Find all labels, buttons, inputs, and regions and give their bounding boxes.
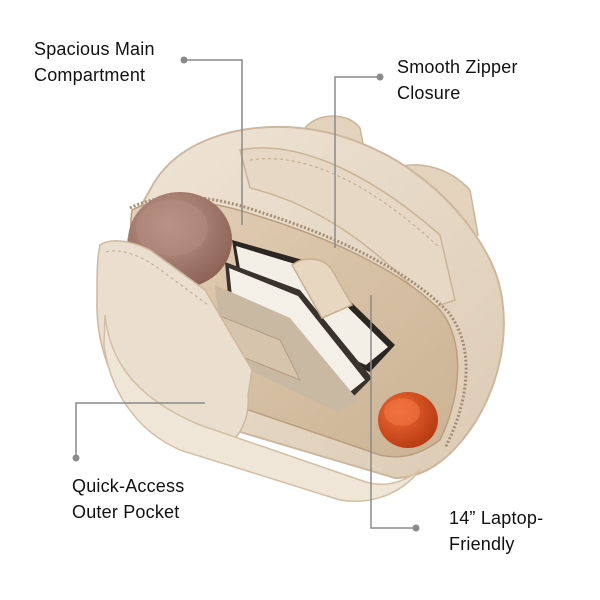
orange-bottle xyxy=(378,392,438,448)
callout-outer-pocket: Quick-Access Outer Pocket xyxy=(72,476,185,522)
zipper-track xyxy=(129,195,468,449)
callout-zipper-closure: Smooth Zipper Closure xyxy=(397,57,518,103)
callout-laptop-friendly: 14” Laptop- Friendly xyxy=(449,508,544,554)
notebook-stack xyxy=(215,240,395,412)
laptop-sleeve-strap xyxy=(291,258,354,319)
callout-main-compartment: Spacious Main Compartment xyxy=(34,39,155,85)
